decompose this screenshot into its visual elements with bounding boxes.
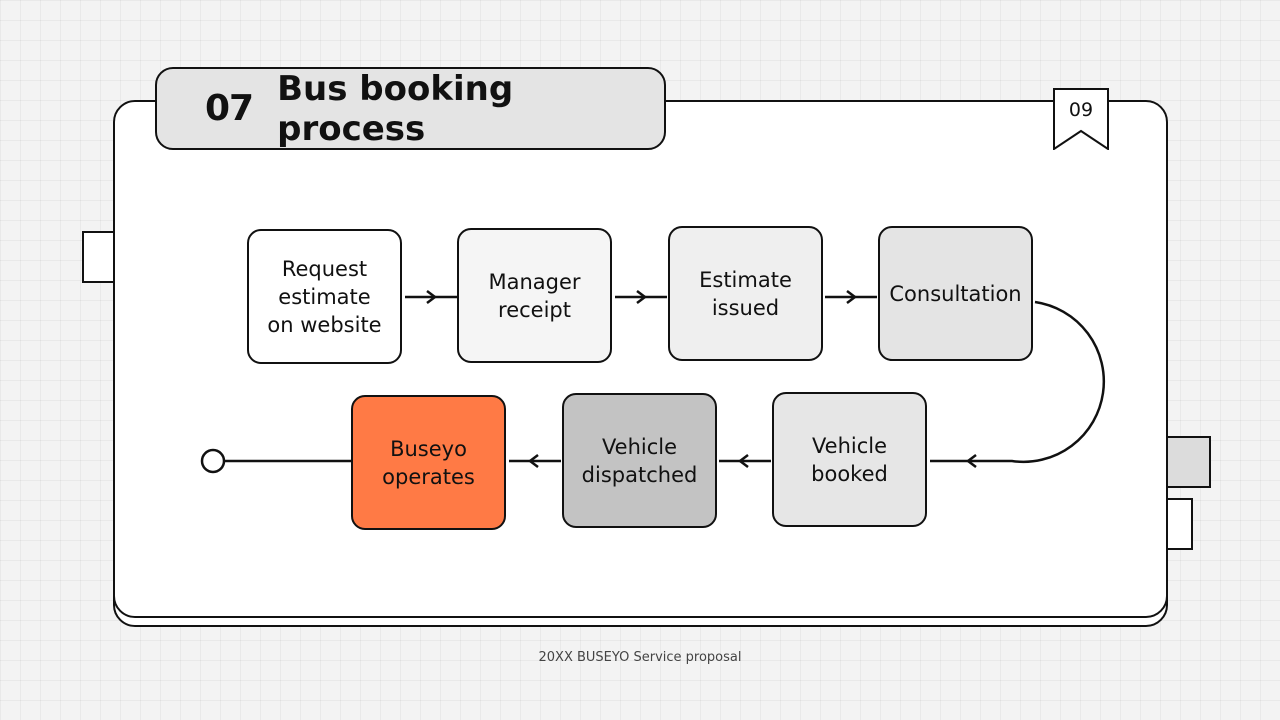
step-label: Manager receipt bbox=[488, 269, 581, 322]
section-number: 07 bbox=[205, 88, 254, 129]
connector-4-5-curve bbox=[930, 300, 1106, 464]
step-vehicle-dispatched: Vehicle dispatched bbox=[562, 393, 717, 528]
step-consultation: Consultation bbox=[878, 226, 1033, 361]
step-label: Consultation bbox=[889, 281, 1022, 306]
step-label: Request estimate on website bbox=[267, 256, 382, 337]
footer-text: 20XX BUSEYO Service proposal bbox=[538, 650, 742, 665]
step-request-estimate: Request estimate on website bbox=[247, 229, 402, 364]
step-buseyo-operates: Buseyo operates bbox=[351, 395, 506, 530]
step-label: Vehicle booked bbox=[811, 433, 888, 486]
arrowhead-5-6 bbox=[737, 454, 749, 468]
step-manager-receipt: Manager receipt bbox=[457, 228, 612, 363]
end-node bbox=[200, 448, 226, 474]
step-label: Vehicle dispatched bbox=[581, 434, 698, 487]
step-label: Buseyo operates bbox=[382, 436, 475, 489]
arrowhead-4-5 bbox=[965, 454, 977, 468]
page-number: 09 bbox=[1068, 99, 1094, 121]
arrowhead-2-3 bbox=[636, 290, 648, 304]
page-title: Bus booking process bbox=[277, 68, 514, 149]
arrowhead-6-7 bbox=[527, 454, 539, 468]
bookmark-icon bbox=[1053, 88, 1109, 150]
arrowhead-1-2 bbox=[426, 290, 438, 304]
step-vehicle-booked: Vehicle booked bbox=[772, 392, 927, 527]
step-estimate-issued: Estimate issued bbox=[668, 226, 823, 361]
title-bar: 07 Bus booking process bbox=[155, 67, 666, 150]
arrowhead-3-4 bbox=[846, 290, 858, 304]
step-label: Estimate issued bbox=[699, 267, 792, 320]
